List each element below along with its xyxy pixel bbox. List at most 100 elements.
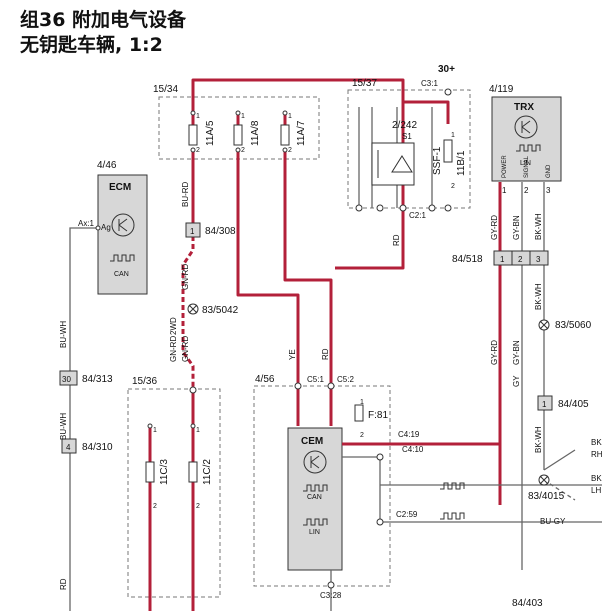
- wire-bu-wh: [69, 227, 98, 611]
- fuse-11a8-label: 11A/8: [250, 120, 261, 146]
- trx-pin-2: 2: [524, 186, 529, 195]
- fuse-11c3: [145, 461, 155, 483]
- c419-label: C4:19: [398, 430, 420, 439]
- label-rd-relay: RD: [392, 234, 401, 246]
- label-bk-wh-3: BK-WH: [534, 426, 543, 453]
- svg-text:2: 2: [288, 147, 292, 154]
- wire-30-plus-feed: [191, 78, 405, 112]
- c84-308-pin: 1: [190, 227, 195, 236]
- c84-403-ref: 84/403: [512, 598, 543, 609]
- c52-label: C5:2: [337, 375, 354, 384]
- c328-label: C3:28: [320, 591, 342, 600]
- label-2wd: 2WD: [169, 317, 178, 335]
- c84-310-ref: 84/310: [82, 442, 113, 453]
- ecm-name: ECM: [109, 182, 131, 193]
- label-gy-rd-1: GY-RD: [490, 215, 499, 240]
- label-bk-wh-2: BK-WH: [534, 283, 543, 310]
- svg-text:2: 2: [153, 503, 157, 510]
- splice-83-5042-label: 83/5042: [202, 305, 239, 316]
- trx-name: TRX: [514, 102, 534, 113]
- relay-symbol: [377, 150, 413, 178]
- splice-83-4015-label: 83/4015: [528, 491, 565, 502]
- right-edge-lh: LH: [591, 486, 601, 495]
- wire-ye: [236, 150, 300, 426]
- trx-ref: 4/119: [489, 84, 514, 95]
- label-rd-left: RD: [59, 578, 68, 590]
- ecm-box: [97, 174, 148, 295]
- right-edge-bk2: BK: [591, 474, 602, 483]
- wire-rd-cem: [283, 150, 333, 426]
- right-edge-rh: RH: [591, 450, 602, 459]
- c410-label: C4:10: [402, 445, 424, 454]
- trx-pin-signal: SIGNAL: [524, 155, 530, 178]
- cem-ref: 4/56: [255, 374, 275, 385]
- fuse-11c2: [188, 461, 198, 483]
- c259-label: C2:59: [396, 510, 418, 519]
- relay-11b1-label: 11B/1: [456, 150, 467, 176]
- trx-pin-power: POWER: [502, 155, 508, 178]
- svg-text:1: 1: [360, 399, 364, 406]
- plus-30-label: 30+: [438, 64, 455, 75]
- ecm-can: CAN: [114, 271, 129, 278]
- c84-518-pin3: 3: [536, 255, 541, 264]
- label-gn-rd-2: GN-RD: [169, 336, 178, 362]
- cem-lin: LIN: [309, 529, 320, 536]
- fuse-f81: [354, 404, 364, 422]
- c84-405-ref: 84/405: [558, 399, 589, 410]
- wire-relay-feed: [401, 92, 450, 124]
- label-gy-rd-2: GY-RD: [490, 340, 499, 365]
- relay-box-ref: 15/37: [352, 78, 377, 89]
- label-ye: YE: [288, 349, 297, 360]
- c84-518-ref: 84/518: [452, 254, 483, 265]
- ecm-ref: 4/46: [97, 160, 117, 171]
- fuse-11c3-label: 11C/3: [159, 459, 170, 485]
- c21-label: C2:1: [409, 211, 426, 220]
- svg-text:2: 2: [241, 147, 245, 154]
- diagram-subtitle: 无钥匙车辆, 1:2: [20, 34, 163, 56]
- fuse-11c2-label: 11C/2: [202, 459, 213, 485]
- relay-ssf-label: SSF-1: [432, 146, 443, 175]
- svg-text:1: 1: [451, 132, 455, 139]
- fuse-11a7: [280, 124, 290, 146]
- c84-308-ref: 84/308: [205, 226, 236, 237]
- fuse-11a5: [188, 124, 198, 146]
- fuse-11a5-label: 11A/5: [205, 120, 216, 146]
- wire-lh: [543, 479, 576, 501]
- c84-518-pin2: 2: [518, 255, 523, 264]
- trx-pin-gnd: GND: [546, 164, 552, 178]
- c84-313-pin: 30: [62, 375, 71, 384]
- ax1-label: Ax:1: [78, 219, 95, 228]
- wire-bu-gy: [342, 456, 602, 523]
- svg-text:1: 1: [288, 113, 292, 120]
- svg-text:1: 1: [196, 427, 200, 434]
- connector-84-405: [537, 395, 553, 411]
- label-bk-wh-1: BK-WH: [534, 213, 543, 240]
- c51-label: C5:1: [307, 375, 324, 384]
- label-gy-bn-1: GY-BN: [512, 215, 521, 240]
- label-bu-wh-2: BU-WH: [59, 413, 68, 440]
- label-gn-rd-1: GN-RD: [181, 264, 190, 290]
- label-rd-cem: RD: [321, 348, 330, 360]
- c84-313-ref: 84/313: [82, 374, 113, 385]
- relay-box-15-37-outline: [347, 89, 471, 209]
- cem-box: [287, 427, 343, 571]
- cem-name: CEM: [301, 436, 323, 447]
- bu-gy-label: BU-GY: [540, 517, 566, 526]
- svg-text:2: 2: [360, 432, 364, 439]
- relay-sub-ref: 2/242: [392, 120, 417, 131]
- connector-84-518: [493, 250, 549, 266]
- ecm-pin: Ag: [101, 223, 111, 232]
- svg-text:1: 1: [153, 427, 157, 434]
- trx-box: [491, 96, 562, 182]
- label-gn-rd-3: GN-RD: [181, 336, 190, 362]
- fuse-11b1: [443, 139, 453, 163]
- f81-label: F:81: [368, 410, 388, 421]
- fuse-box-ref: 15/34: [153, 84, 178, 95]
- c84-518-pin1: 1: [500, 255, 505, 264]
- connector-84-308: [185, 222, 201, 238]
- wire-c410: [380, 449, 602, 486]
- label-gy-bn-2: GY-BN: [512, 340, 521, 365]
- c84-405-pin: 1: [542, 400, 547, 409]
- relay-s1: S1: [402, 132, 412, 141]
